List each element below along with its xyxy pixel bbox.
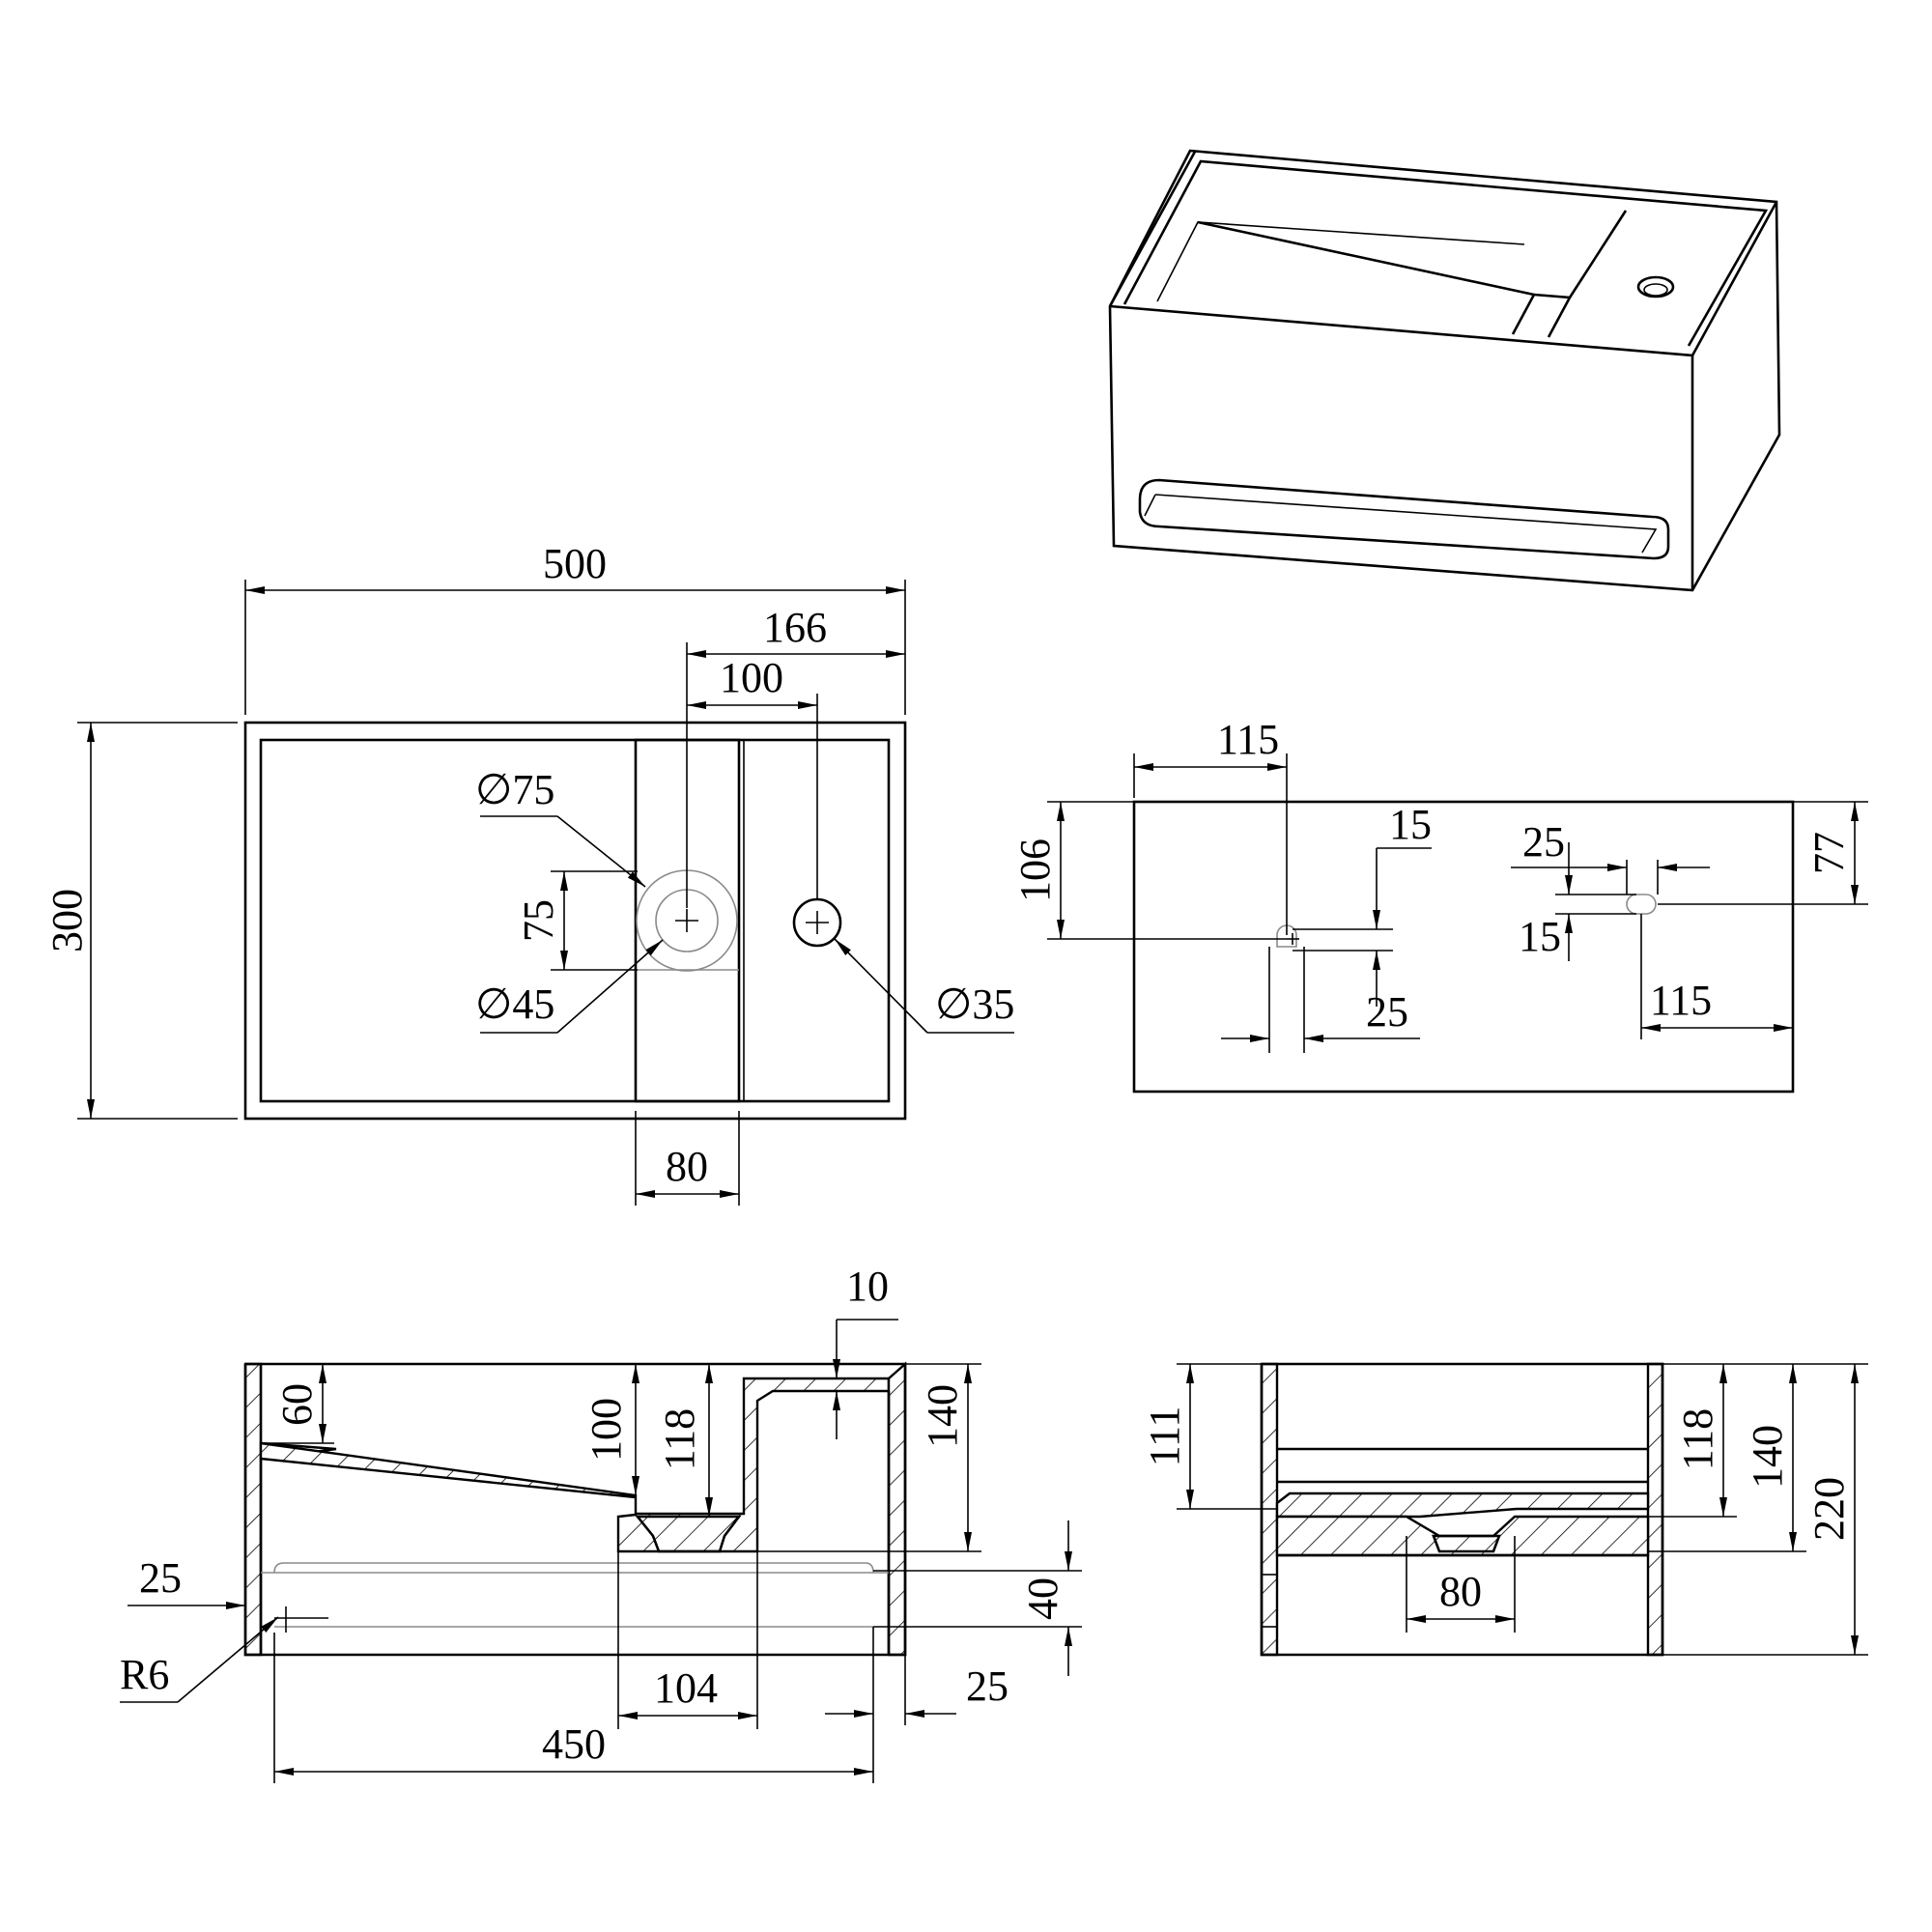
towel-slot: [1138, 478, 1670, 560]
dim-10: 10: [846, 1263, 889, 1310]
dim-300: 300: [43, 889, 91, 952]
top-view: 500 166 100 300 75 ∅75 ∅45 ∅35 80: [43, 540, 1014, 1206]
dim-100-side: 100: [582, 1398, 630, 1462]
side-section: 10 60 100 118 140 40 25 R6 104: [120, 1263, 1082, 1783]
dim-80: 80: [666, 1143, 708, 1190]
dim-15-top: 15: [1389, 801, 1432, 848]
dim-111: 111: [1141, 1406, 1188, 1467]
dim-140-front: 140: [1744, 1425, 1791, 1489]
dim-140-side: 140: [919, 1384, 966, 1448]
dim-25-bottom: 25: [1366, 988, 1408, 1036]
front-section: 111 118 140 220 80: [1141, 1362, 1868, 1657]
dim-80-front: 80: [1439, 1568, 1482, 1615]
mount-slot-left: [1276, 924, 1297, 948]
dim-dia-45: ∅45: [475, 980, 554, 1028]
dim-115-right: 115: [1650, 977, 1712, 1024]
dim-dia-35: ∅35: [935, 980, 1014, 1028]
dim-77: 77: [1805, 832, 1853, 874]
dim-220: 220: [1805, 1477, 1853, 1541]
dim-118-side: 118: [656, 1408, 703, 1470]
dim-25-top: 25: [1522, 818, 1565, 866]
dim-dia-75: ∅75: [475, 766, 554, 813]
dim-75: 75: [515, 899, 562, 942]
dim-500: 500: [543, 540, 607, 587]
dim-60: 60: [273, 1383, 321, 1426]
dim-104: 104: [654, 1664, 718, 1712]
isometric-view: [1108, 149, 1781, 592]
tap-hole: [1636, 275, 1675, 298]
dim-r6: R6: [120, 1651, 169, 1698]
dim-166: 166: [763, 604, 827, 651]
dim-25-left: 25: [139, 1554, 182, 1602]
dim-118-front: 118: [1674, 1408, 1721, 1470]
dim-106: 106: [1011, 838, 1059, 902]
dim-15-left: 15: [1519, 913, 1561, 960]
dim-100: 100: [720, 654, 783, 701]
dim-25-right: 25: [966, 1662, 1009, 1710]
dim-40: 40: [1019, 1577, 1066, 1620]
mount-slot-right: [1626, 894, 1657, 915]
dim-115-left: 115: [1217, 716, 1279, 763]
tap-hole-circle: [792, 897, 842, 948]
back-view: 115 106 15 25 25 15 77: [1011, 716, 1868, 1094]
dim-450: 450: [542, 1720, 606, 1768]
